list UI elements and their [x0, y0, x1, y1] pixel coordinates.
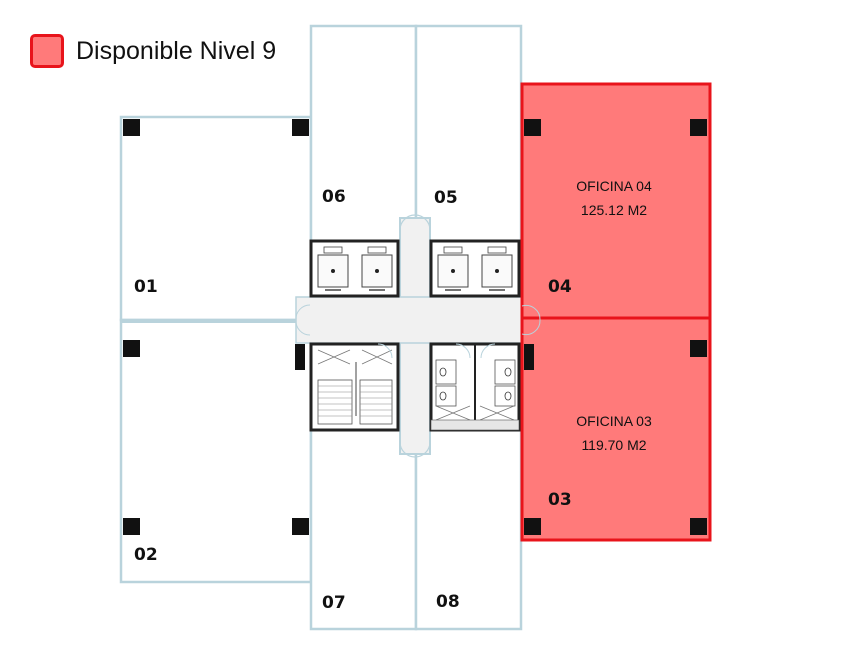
unit-label-06: 06 [322, 187, 346, 207]
legend-label: Disponible Nivel 9 [76, 36, 277, 65]
office-03-area: 119.70 M2 [581, 437, 646, 453]
unit-03[interactable] [520, 316, 712, 542]
unit-02[interactable] [119, 318, 313, 584]
office-04-name: OFICINA 04 [576, 178, 652, 194]
elevator-bank-left [309, 239, 400, 298]
unit-08[interactable] [414, 428, 523, 631]
stairwell [309, 342, 400, 432]
office-03-name: OFICINA 03 [576, 413, 652, 429]
unit-label-04: 04 [548, 277, 572, 297]
building-core [295, 214, 525, 458]
restrooms [429, 342, 521, 432]
elevator-bank-right [429, 239, 521, 298]
legend: Disponible Nivel 9 [30, 32, 276, 70]
unit-label-03: 03 [548, 490, 572, 510]
unit-label-08: 08 [436, 592, 460, 612]
unit-05[interactable] [414, 24, 523, 244]
unit-label-05: 05 [434, 188, 458, 208]
legend-swatch-available [30, 34, 64, 68]
unit-label-02: 02 [134, 545, 158, 565]
unit-04[interactable] [520, 82, 712, 320]
unit-06[interactable] [309, 24, 418, 244]
unit-label-01: 01 [134, 277, 158, 297]
office-04-area: 125.12 M2 [581, 202, 647, 218]
unit-01[interactable] [119, 115, 313, 322]
unit-label-07: 07 [322, 593, 346, 613]
structural-columns [123, 119, 707, 535]
